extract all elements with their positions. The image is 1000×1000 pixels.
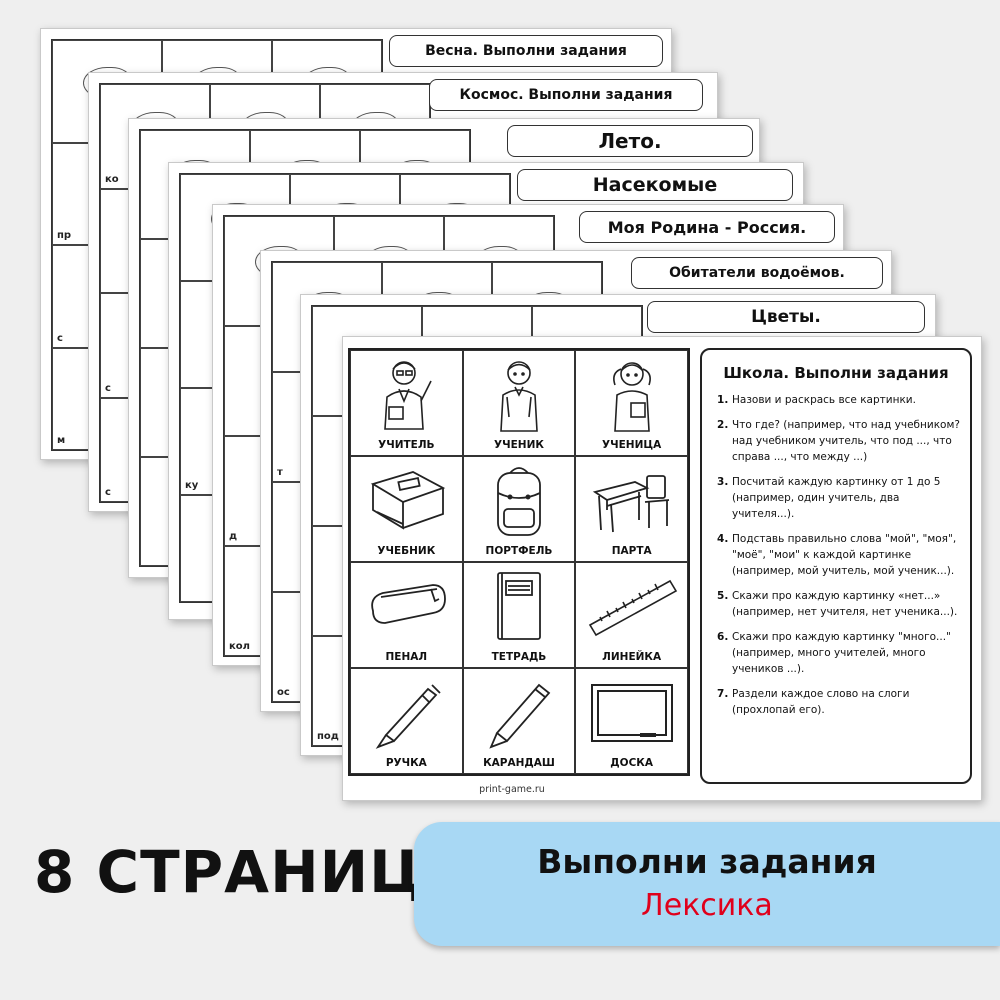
card-backpack: ПОРТФЕЛЬ	[462, 456, 576, 562]
schoolboy-icon	[464, 357, 575, 433]
ruler-icon	[576, 569, 687, 645]
card-pencil-case: ПЕНАЛ	[350, 562, 463, 668]
task-item: Посчитай каждую картинку от 1 до 5 (напр…	[732, 474, 962, 522]
teacher-icon	[351, 357, 462, 433]
page-title: Моя Родина - Россия.	[579, 211, 835, 243]
card-notebook: ТЕТРАДЬ	[462, 562, 576, 668]
card-pen: РУЧКА	[350, 668, 463, 774]
card-textbook: УЧЕБНИК	[350, 456, 463, 562]
card-label: ТЕТРАДЬ	[491, 651, 547, 663]
page-title: Весна. Выполни задания	[389, 35, 663, 67]
card-label: УЧЕНИЦА	[602, 439, 662, 451]
backpack-icon	[464, 463, 575, 539]
vocabulary-grid: УЧИТЕЛЬ УЧЕНИК УЧЕНИЦА УЧЕБНИК ПОРТФЕЛЬ	[348, 348, 690, 776]
banner-title: Выполни задания	[537, 842, 877, 881]
pencil-icon	[464, 675, 575, 751]
page-title: Лето.	[507, 125, 753, 157]
schoolgirl-icon	[576, 357, 687, 433]
tasks-list: Назови и раскрась все картинки. Что где?…	[702, 392, 970, 718]
banner: Выполни задания Лексика	[414, 822, 1000, 946]
card-label: ЛИНЕЙКА	[602, 651, 662, 663]
task-item: Назови и раскрась все картинки.	[732, 392, 962, 408]
task-item: Скажи про каждую картинку «нет...» (напр…	[732, 588, 962, 620]
task-item: Что где? (например, что над учебником? н…	[732, 417, 962, 465]
card-teacher: УЧИТЕЛЬ	[350, 350, 463, 456]
card-blackboard: ДОСКА	[575, 668, 688, 774]
page-title: Насекомые	[517, 169, 793, 201]
task-item: Скажи про каждую картинку "много..." (на…	[732, 629, 962, 677]
front-page-school: УЧИТЕЛЬ УЧЕНИК УЧЕНИЦА УЧЕБНИК ПОРТФЕЛЬ	[342, 336, 982, 801]
card-label: УЧЕНИК	[494, 439, 544, 451]
card-label: УЧИТЕЛЬ	[378, 439, 435, 451]
page-title: Космос. Выполни задания	[429, 79, 703, 111]
card-label: ПЕНАЛ	[385, 651, 428, 663]
blackboard-icon	[576, 675, 687, 751]
tasks-title: Школа. Выполни задания	[723, 364, 949, 382]
card-ruler: ЛИНЕЙКА	[575, 562, 688, 668]
card-label: ДОСКА	[610, 757, 653, 769]
card-schoolboy: УЧЕНИК	[462, 350, 576, 456]
card-pencil: КАРАНДАШ	[462, 668, 576, 774]
card-label: УЧЕБНИК	[377, 545, 436, 557]
pages-count: 8 СТРАНИЦ	[34, 838, 424, 906]
banner-subtitle: Лексика	[641, 888, 773, 923]
card-label: ПАРТА	[611, 545, 652, 557]
card-label: РУЧКА	[385, 757, 427, 769]
textbook-icon	[351, 463, 462, 539]
task-item: Раздели каждое слово на слоги (прохлопай…	[732, 686, 962, 718]
task-item: Подставь правильно слова "мой", "моя", "…	[732, 531, 962, 579]
site-url: print-game.ru	[479, 784, 545, 795]
page-title: Обитатели водоёмов.	[631, 257, 883, 289]
page-title: Цветы.	[647, 301, 925, 333]
notebook-icon	[464, 569, 575, 645]
card-schoolgirl: УЧЕНИЦА	[575, 350, 688, 456]
card-desk: ПАРТА	[575, 456, 688, 562]
tasks-panel: Школа. Выполни задания Назови и раскрась…	[700, 348, 972, 784]
card-label: ПОРТФЕЛЬ	[485, 545, 553, 557]
card-label: КАРАНДАШ	[483, 757, 555, 769]
pen-icon	[351, 675, 462, 751]
desk-icon	[576, 463, 687, 539]
pencil-case-icon	[351, 569, 462, 645]
